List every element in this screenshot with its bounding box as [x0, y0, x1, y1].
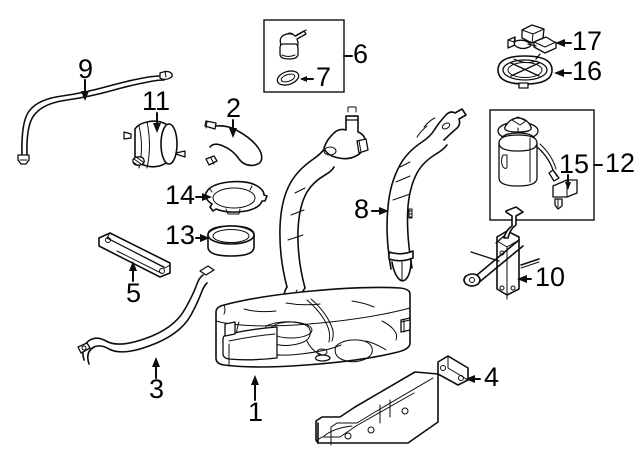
skid-plate-bracket	[315, 355, 481, 446]
callout-label-11: 11	[142, 86, 170, 116]
filler-vent-tube	[371, 108, 467, 282]
fuel-sender-wire-harness	[204, 119, 263, 167]
callout-label-12: 12	[605, 148, 635, 178]
callout-label-16: 16	[572, 56, 602, 86]
fuel-pump-bracket-clip	[552, 179, 578, 210]
support-bracket	[98, 232, 171, 282]
lock-ring	[195, 225, 255, 257]
callout-label-8: 8	[354, 194, 369, 224]
pump-module-box	[489, 109, 603, 221]
callout-label-13: 13	[165, 220, 195, 250]
sending-unit-cover-plate	[195, 180, 268, 215]
fuel-feed-line	[17, 70, 173, 165]
callout-label-3: 3	[149, 374, 164, 404]
tank-mounting-strap	[77, 265, 215, 379]
callout-label-6: 6	[353, 39, 368, 69]
fuel-line-connector	[507, 24, 572, 54]
callout-label-15: 15	[559, 149, 589, 179]
fuel-filter	[123, 112, 186, 169]
regulator-kit-box	[263, 19, 353, 93]
callout-label-7: 7	[316, 62, 331, 92]
callout-label-14: 14	[165, 180, 195, 210]
callout-label-4: 4	[484, 362, 499, 392]
callout-label-9: 9	[78, 54, 93, 84]
callout-label-5: 5	[126, 278, 141, 308]
fuel-tank	[215, 286, 411, 401]
fuel-pump-module	[497, 116, 560, 187]
fuel-pressure-regulator	[279, 29, 307, 60]
callout-labels: 1 2 3 4 5 6 7 8 9 10 11 12 13 14 15 16 1…	[78, 26, 635, 427]
callout-label-2: 2	[226, 93, 241, 123]
heat-shield-bracket	[463, 206, 540, 300]
access-cover-grommet	[497, 53, 572, 89]
callout-label-17: 17	[572, 26, 602, 56]
o-ring-seal	[276, 70, 300, 86]
callout-label-1: 1	[248, 397, 263, 427]
callout-label-10: 10	[535, 262, 565, 292]
